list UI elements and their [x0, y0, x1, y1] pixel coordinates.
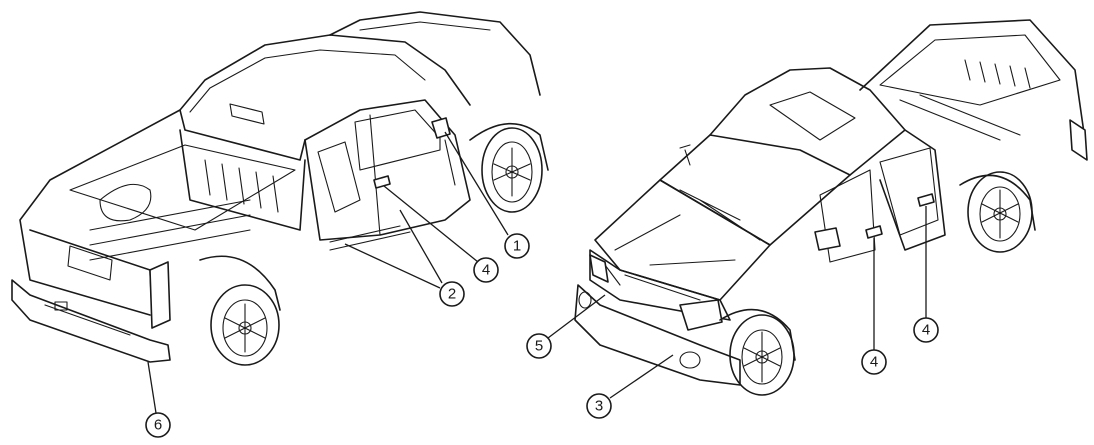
- callout-4-front-door-label: 4: [870, 354, 878, 371]
- pickup-rear-view: [11, 11, 549, 366]
- callout-6-label: 6: [154, 417, 162, 434]
- callout-1: 1: [504, 233, 530, 259]
- callout-5-label: 5: [535, 338, 543, 355]
- callout-3: 3: [586, 393, 612, 419]
- callout-3-label: 3: [595, 398, 603, 415]
- leader-lines: [147, 131, 927, 414]
- callout-6: 6: [145, 412, 171, 438]
- pickup-front-view: [574, 19, 1088, 396]
- callout-2-label: 2: [448, 286, 456, 303]
- callout-1-label: 1: [513, 238, 521, 255]
- callout-4-rear-door-label: 4: [482, 262, 490, 279]
- callout-4-rear-door: 4: [473, 257, 499, 283]
- callout-4-rear-door-right-label: 4: [922, 322, 930, 339]
- callout-5: 5: [526, 333, 552, 359]
- callout-2: 2: [439, 281, 465, 307]
- callout-4-rear-door-right: 4: [913, 317, 939, 343]
- callout-4-front-door: 4: [861, 349, 887, 375]
